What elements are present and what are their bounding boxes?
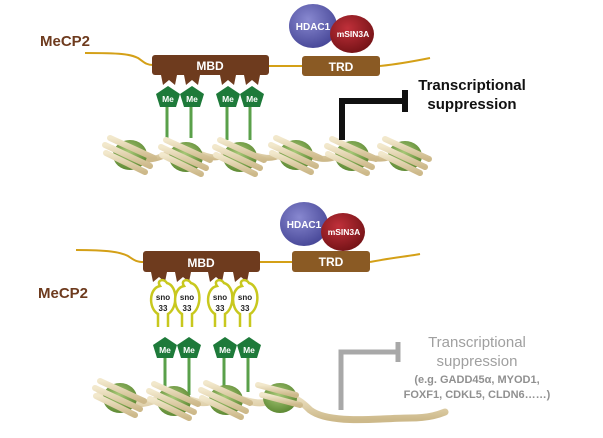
snorna-33: sno 33	[149, 278, 177, 327]
panel-top: MeCP2 HDAC1 mSIN3A MBD TRD	[40, 4, 526, 177]
svg-text:Me: Me	[246, 94, 258, 104]
example-genes-line2: FOXF1, CDKL5, CLDN6……)	[404, 389, 551, 401]
svg-text:33: 33	[183, 304, 192, 313]
svg-text:33: 33	[241, 304, 250, 313]
nucleosome	[212, 137, 267, 177]
methyl-group	[240, 86, 264, 107]
mbd-domain	[152, 55, 269, 75]
trd-domain	[302, 56, 380, 76]
nucleosome	[268, 135, 323, 175]
nucleosome	[102, 135, 157, 175]
trd-label: TRD	[319, 255, 344, 269]
methyl-group	[153, 337, 177, 358]
methyl-stems	[163, 355, 250, 395]
mbd-label: MBD	[196, 59, 224, 73]
result-line2: suppression	[427, 96, 516, 113]
methyl-group	[237, 337, 261, 358]
nucleosome	[324, 136, 379, 176]
nucleosome	[146, 381, 201, 421]
mbd-domain	[143, 251, 260, 272]
hdac1-protein	[289, 4, 337, 48]
suppression-arrow-active	[339, 98, 405, 140]
msin3a-label: mSIN3A	[328, 227, 361, 237]
mecp2-label: MeCP2	[40, 33, 90, 50]
result-line1: Transcriptional	[418, 77, 526, 94]
svg-text:Me: Me	[183, 345, 195, 355]
mecp2-strand-right	[379, 57, 431, 67]
mecp2-strand-right	[369, 253, 421, 263]
methyl-group	[216, 86, 240, 107]
methyl-group	[180, 86, 204, 107]
msin3a-label: mSIN3A	[337, 29, 370, 39]
nucleosome	[377, 136, 432, 176]
suppression-arrow-inactive	[338, 349, 398, 410]
svg-text:sno: sno	[180, 293, 194, 302]
snorna-33: sno 33	[206, 278, 234, 327]
snorna-molecules: sno 33 sno 33 sno 33 sno 33	[149, 278, 259, 327]
chromatin-condensed	[102, 135, 432, 177]
methyl-stems	[165, 105, 252, 140]
msin3a-protein	[321, 213, 365, 251]
nucleosome	[255, 382, 303, 413]
svg-text:Me: Me	[186, 94, 198, 104]
snorna-33: sno 33	[231, 278, 259, 327]
mecp2-strand-left	[84, 52, 154, 66]
methyl-group	[177, 337, 201, 358]
chromatin-relaxed	[92, 378, 449, 424]
hdac1-label: HDAC1	[296, 22, 331, 33]
svg-text:33: 33	[159, 304, 168, 313]
example-genes-line1: (e.g. GADD45α, MYOD1,	[414, 374, 539, 386]
svg-text:Me: Me	[243, 345, 255, 355]
mbd-label: MBD	[187, 256, 215, 270]
snorna-33: sno 33	[173, 278, 201, 327]
svg-text:sno: sno	[238, 293, 252, 302]
hdac1-label: HDAC1	[287, 220, 322, 231]
mecp2-strand-left	[75, 249, 145, 263]
svg-text:Me: Me	[222, 94, 234, 104]
hdac1-protein	[280, 202, 328, 246]
trd-label: TRD	[329, 60, 354, 74]
methyl-group	[156, 86, 180, 107]
svg-text:Me: Me	[162, 94, 174, 104]
methyl-group	[213, 337, 237, 358]
methyl-groups: Me Me Me Me	[153, 337, 261, 358]
svg-text:33: 33	[216, 304, 225, 313]
svg-text:Me: Me	[159, 345, 171, 355]
result-line1: Transcriptional	[428, 334, 526, 351]
result-line2: suppression	[437, 353, 518, 370]
nucleosome	[92, 378, 147, 418]
nucleosome	[198, 380, 253, 420]
mbd-binding-sites	[161, 75, 260, 85]
mecp2-label: MeCP2	[38, 285, 88, 302]
msin3a-protein	[330, 15, 374, 53]
panel-bottom: MeCP2 HDAC1 mSIN3A MBD TRD sno 33	[38, 202, 551, 424]
nucleosome	[158, 137, 213, 177]
svg-text:sno: sno	[156, 293, 170, 302]
methyl-groups: Me Me Me Me	[156, 86, 264, 107]
svg-text:sno: sno	[213, 293, 227, 302]
trd-domain	[292, 251, 370, 272]
svg-text:Me: Me	[219, 345, 231, 355]
